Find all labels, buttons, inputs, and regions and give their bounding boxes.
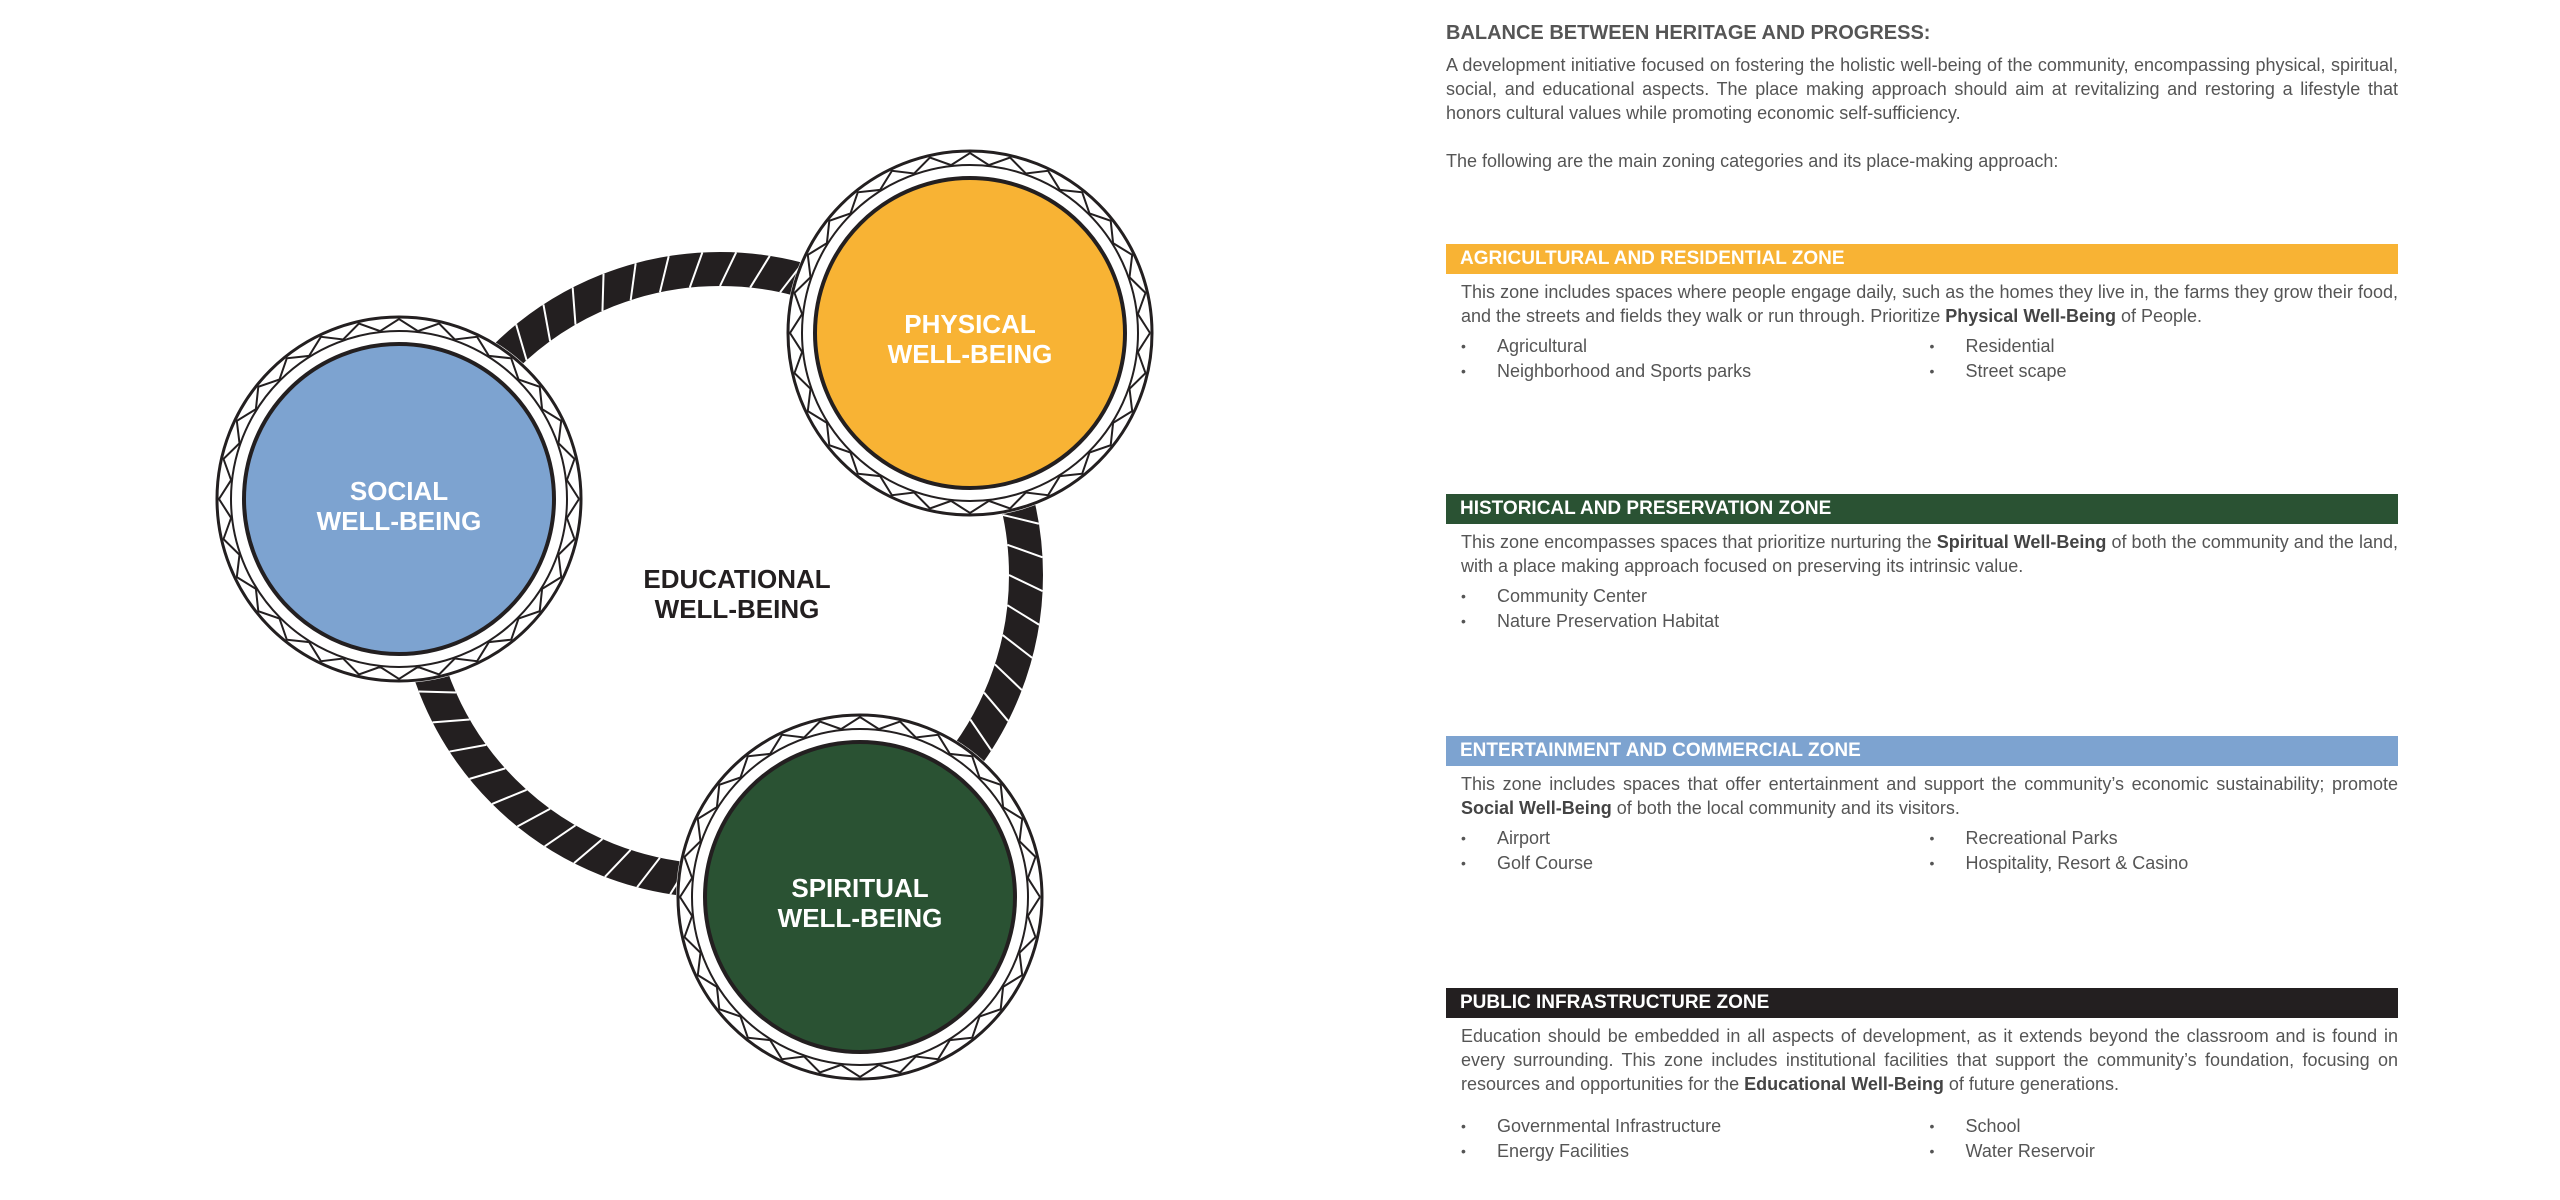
spiritual-inner-ring — [691, 728, 1029, 1066]
ring-tick — [969, 718, 993, 751]
list-item: Energy Facilities — [1461, 1139, 1930, 1164]
ring-tick — [604, 849, 632, 878]
zone-entertainment-commercial: ENTERTAINMENT AND COMMERCIAL ZONE This z… — [1446, 736, 2398, 876]
ring-tick — [994, 663, 1023, 691]
ring-tick — [573, 838, 604, 864]
social-label-line1: SOCIAL — [350, 476, 448, 506]
list-item: Agricultural — [1461, 334, 1930, 359]
ring-tick — [688, 252, 704, 288]
list-item: Residential — [1930, 334, 2399, 359]
social-disc — [242, 342, 556, 656]
zone-title: HISTORICAL AND PRESERVATION ZONE — [1446, 494, 2398, 524]
ring-tick — [1002, 634, 1033, 659]
social-circle — [215, 315, 583, 683]
zone-bullets: Airport Golf Course Recreational Parks H… — [1461, 826, 2398, 876]
intro-paragraph: A development initiative focused on fost… — [1446, 55, 2398, 123]
social-inner-ring — [230, 330, 568, 668]
physical-label-line2: WELL-BEING — [888, 339, 1053, 369]
physical-disc — [813, 176, 1127, 490]
ring-tick — [629, 263, 637, 301]
list-item: Community Center — [1461, 584, 1943, 609]
zone-description: Education should be embedded in all aspe… — [1461, 1026, 2398, 1094]
physical-zigzag — [788, 151, 1151, 515]
list-item: Governmental Infrastructure — [1461, 1114, 1930, 1139]
ring-tick — [571, 287, 577, 325]
ring-tick — [658, 255, 670, 293]
ring-tick — [983, 691, 1009, 722]
educational-label-line1: EDUCATIONAL — [643, 564, 830, 594]
well-being-diagram: PHYSICAL WELL-BEING SOCIAL WELL-BEING SP… — [215, 149, 1154, 1081]
list-item: Nature Preservation Habitat — [1461, 609, 1943, 634]
intro-title: BALANCE BETWEEN HERITAGE AND PROGRESS: — [1446, 22, 1931, 44]
list-item: Water Reservoir — [1930, 1139, 2399, 1164]
social-label-line2: WELL-BEING — [317, 506, 482, 536]
physical-circle — [786, 149, 1154, 517]
zone-description: This zone includes spaces where people e… — [1461, 282, 2398, 326]
zone-bullets: Community Center Nature Preservation Hab… — [1461, 584, 2398, 634]
ring-tick — [449, 743, 487, 753]
ring-tick — [544, 824, 577, 848]
physical-label-line1: PHYSICAL — [904, 309, 1036, 339]
zone-title: ENTERTAINMENT AND COMMERCIAL ZONE — [1446, 736, 2398, 766]
ring-tick — [491, 788, 528, 805]
spiritual-label-line1: SPIRITUAL — [791, 873, 928, 903]
zone-agricultural-residential: AGRICULTURAL AND RESIDENTIAL ZONE This z… — [1446, 244, 2398, 384]
list-item: School — [1930, 1114, 2399, 1139]
ring-tick — [1008, 574, 1044, 593]
content-panel: BALANCE BETWEEN HERITAGE AND PROGRESS: A… — [1446, 20, 2398, 1164]
social-zigzag — [217, 317, 580, 681]
ring-tick — [1002, 513, 1040, 525]
zone-historical-preservation: HISTORICAL AND PRESERVATION ZONE This zo… — [1446, 494, 2398, 634]
ring-tick — [749, 255, 771, 289]
ring-tick — [1007, 543, 1043, 559]
physical-inner-ring — [801, 164, 1139, 502]
zone-description: This zone includes spaces that offer ent… — [1461, 774, 2398, 818]
zone-bullets: Agricultural Neighborhood and Sports par… — [1461, 334, 2398, 384]
ring-tick — [515, 324, 528, 361]
list-item: Street scape — [1930, 359, 2399, 384]
list-item: Airport — [1461, 826, 1930, 851]
physical-outer-ring — [786, 149, 1154, 517]
zone-public-infrastructure: PUBLIC INFRASTRUCTURE ZONE Education sho… — [1446, 988, 2398, 1164]
zone-title: AGRICULTURAL AND RESIDENTIAL ZONE — [1446, 244, 2398, 274]
spiritual-label-line2: WELL-BEING — [778, 903, 943, 933]
list-item: Hospitality, Resort & Casino — [1930, 851, 2399, 876]
zone-bullets: Governmental Infrastructure Energy Facil… — [1461, 1114, 2398, 1164]
educational-label-line2: WELL-BEING — [655, 594, 820, 624]
list-item: Recreational Parks — [1930, 826, 2399, 851]
list-item: Golf Course — [1461, 851, 1930, 876]
ring-tick — [542, 304, 552, 342]
ring-tick — [418, 690, 457, 694]
spiritual-zigzag — [678, 715, 1041, 1079]
spiritual-disc — [703, 740, 1017, 1054]
ring-tick — [469, 767, 506, 780]
intro-categories-line: The following are the main zoning catego… — [1446, 151, 2059, 171]
ring-tick — [432, 718, 470, 724]
spiritual-outer-ring — [676, 713, 1044, 1081]
ring-tick — [516, 807, 551, 828]
social-outer-ring — [215, 315, 583, 683]
ring-tick — [601, 273, 605, 312]
ring-tick — [719, 251, 738, 287]
list-item: Neighborhood and Sports parks — [1461, 359, 1930, 384]
ring-tick — [1006, 604, 1040, 626]
zone-description: This zone encompasses spaces that priori… — [1461, 532, 2399, 576]
spiritual-circle — [676, 713, 1044, 1081]
zone-title: PUBLIC INFRASTRUCTURE ZONE — [1446, 988, 2398, 1018]
ring-tick — [636, 857, 661, 888]
